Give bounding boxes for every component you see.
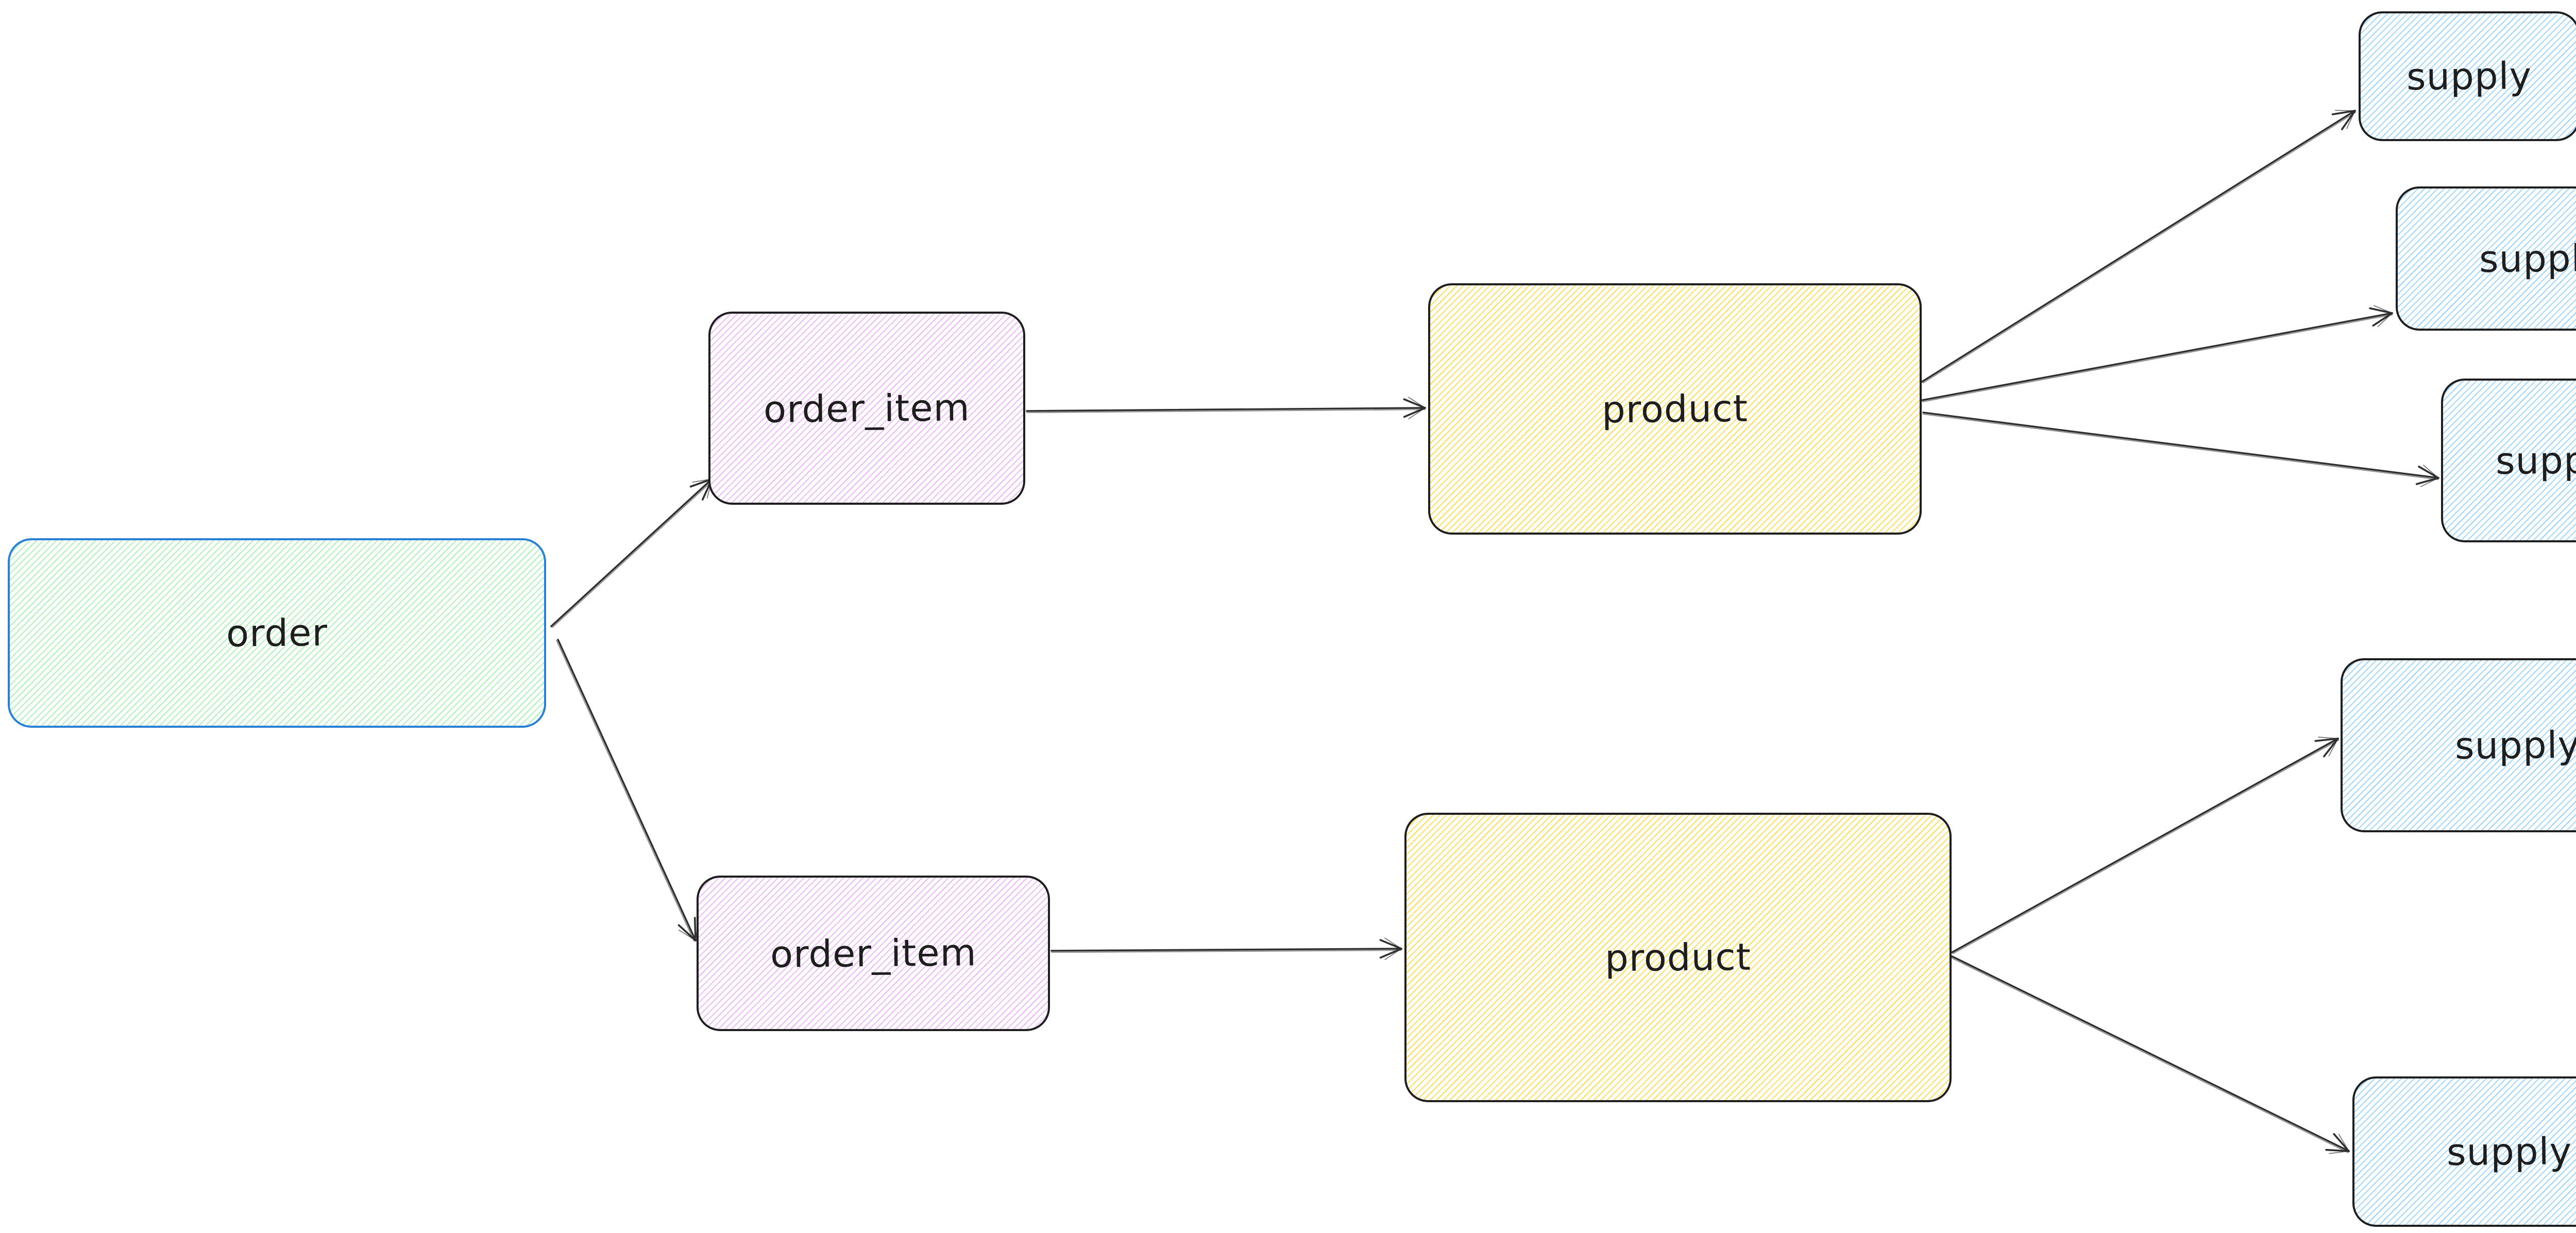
node-supply-3[interactable]: supply [2441, 379, 2576, 542]
node-label: order_item [763, 385, 971, 431]
arrow-order-item-2-to-product-2[interactable] [1050, 937, 1402, 960]
node-label: product [1604, 935, 1752, 980]
node-order-item-1[interactable]: order_item [708, 312, 1025, 505]
node-supply-4[interactable]: supply [2341, 658, 2576, 832]
node-order[interactable]: order [8, 538, 546, 728]
node-supply-1[interactable]: supply [2359, 11, 2576, 141]
node-product-2[interactable]: product [1404, 813, 1952, 1102]
arrow-order-to-order-item-1[interactable] [550, 478, 714, 628]
node-label: supply [2406, 54, 2532, 99]
node-order-item-2[interactable]: order_item [697, 876, 1050, 1031]
node-label: supply [2495, 438, 2576, 483]
node-label: supply [2455, 723, 2576, 768]
node-supply-2[interactable]: supply [2396, 186, 2576, 331]
arrow-order-item-1-to-product-1[interactable] [1026, 397, 1426, 419]
node-label: product [1601, 386, 1749, 432]
arrow-product-1-to-supply-3[interactable] [1922, 412, 2439, 487]
arrow-order-to-order-item-2[interactable] [556, 639, 699, 942]
arrow-product-1-to-supply-2[interactable] [1921, 305, 2393, 402]
node-label: order_item [770, 931, 977, 976]
arrow-product-1-to-supply-1[interactable] [1921, 110, 2357, 384]
node-supply-5[interactable]: supply [2352, 1076, 2576, 1227]
arrow-product-2-to-supply-5[interactable] [1951, 955, 2350, 1154]
node-label: supply [2479, 236, 2576, 281]
node-label: supply [2447, 1129, 2572, 1174]
arrow-product-2-to-supply-4[interactable] [1951, 737, 2340, 954]
node-label: order [226, 611, 328, 655]
node-product-1[interactable]: product [1428, 283, 1922, 535]
